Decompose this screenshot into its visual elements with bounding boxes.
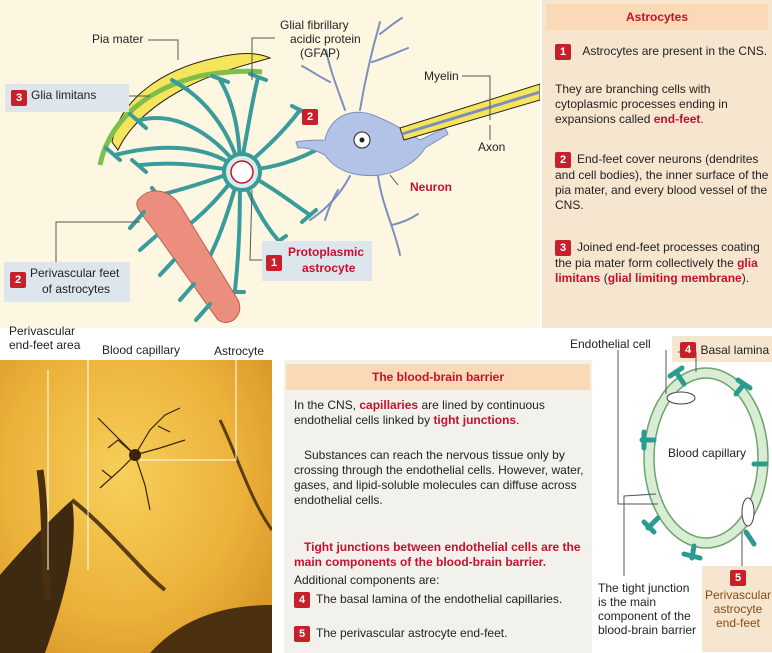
bbb-title: The blood-brain barrier bbox=[371, 370, 504, 384]
myelin-label: Myelin bbox=[424, 69, 459, 83]
micrograph-art bbox=[0, 360, 272, 653]
astrocyte-diagram bbox=[55, 17, 540, 323]
micrograph-image bbox=[0, 360, 272, 653]
perivascular-feet-callout: 2 Perivascular feet of astrocytes bbox=[4, 262, 130, 302]
endfeet-area-label: Perivascular end-feet area bbox=[9, 324, 81, 352]
capillary-cross-section bbox=[617, 350, 769, 576]
blood-capillary-center-label: Blood capillary bbox=[668, 446, 747, 460]
bbb-paragraph-1: In the CNS, capillaries are lined by con… bbox=[294, 398, 545, 427]
pia-mater-label: Pia mater bbox=[92, 32, 144, 46]
tight-junction-label: The tight junction is the main component… bbox=[598, 581, 697, 637]
astrocytes-text-panel bbox=[542, 0, 772, 328]
bbb-title-bar: The blood-brain barrier bbox=[286, 364, 590, 390]
endothelial-cell-label: Endothelial cell bbox=[570, 337, 651, 351]
astrocytes-point-1b: They are branching cells with cytoplasmi… bbox=[555, 82, 728, 126]
protoplasmic-astrocyte-callout: 1 Protoplasmic astrocyte bbox=[262, 241, 372, 281]
neuron-label: Neuron bbox=[410, 180, 452, 194]
perivascular-endfeet-callout: 5 Perivascular astrocyte end-feet bbox=[704, 570, 772, 630]
astrocytes-title-bar: Astrocytes bbox=[546, 4, 768, 30]
bbb-text-panel bbox=[284, 360, 592, 653]
astrocyte-micro-label: Astrocyte bbox=[214, 344, 265, 358]
astrocytes-title: Astrocytes bbox=[625, 10, 689, 24]
gfap-label: Glial fibrillary acidic protein (GFAP) bbox=[280, 18, 361, 60]
glia-limitans-shape bbox=[97, 68, 263, 166]
axon-label: Axon bbox=[478, 140, 506, 154]
bbb-paragraph-3: Tight junctions between endothelial cell… bbox=[294, 540, 581, 569]
neuron-body bbox=[295, 111, 449, 177]
astrocytes-point-1: 1 Astrocytes are present in the CNS. bbox=[555, 44, 770, 60]
basal-lamina-callout: 4 Basal lamina bbox=[680, 341, 769, 359]
bbb-paragraph-3b: Additional components are: bbox=[294, 573, 440, 587]
badge-2-top: 2 bbox=[302, 108, 318, 126]
bbb-paragraph-2: Substances can reach the nervous tissue … bbox=[294, 448, 584, 507]
blood-vessel-shape bbox=[136, 190, 241, 323]
blood-capillary-micro-label: Blood capillary bbox=[102, 343, 181, 357]
myelinated-axon bbox=[399, 83, 540, 141]
